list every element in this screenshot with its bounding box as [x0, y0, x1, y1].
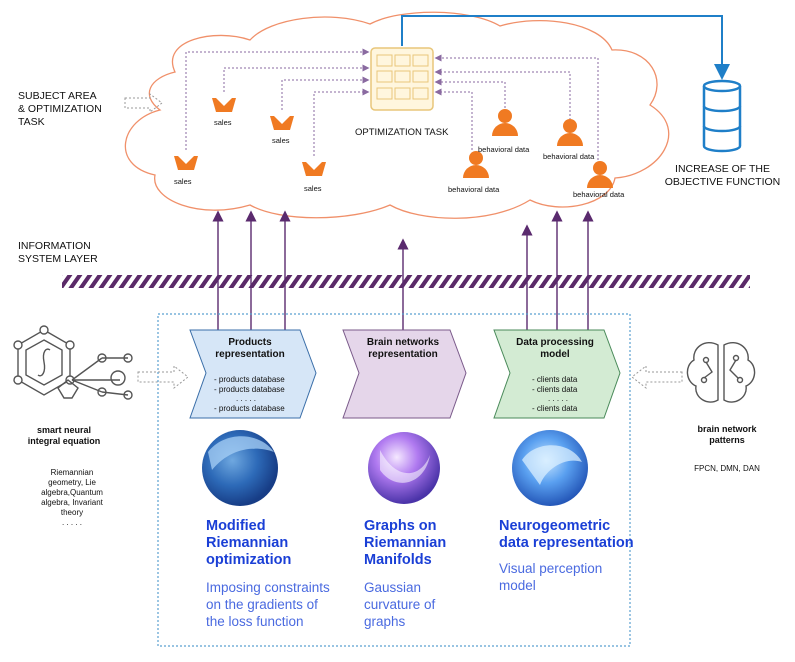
- method-sub-line: model: [499, 578, 536, 593]
- data-items: - clients data - clients data . . . . . …: [532, 375, 577, 413]
- right-panel-desc: FPCN, DMN, DAN: [694, 464, 760, 473]
- data-block-title: Data processing model: [502, 337, 608, 361]
- information-layer-line: INFORMATION: [18, 240, 91, 252]
- sphere-graphs-icon: [368, 432, 440, 504]
- method-sub-graphs: Gaussian curvature of graphs: [364, 579, 435, 630]
- subject-area-line: SUBJECT AREA: [18, 90, 97, 102]
- method-title-line: Riemannian: [364, 535, 447, 551]
- method-title-line: Riemannian: [206, 535, 289, 551]
- method-sub-line: curvature of: [364, 597, 436, 612]
- method-title-graphs: Graphs on Riemannian Manifolds: [364, 518, 446, 569]
- method-title-neuro: Neurogeometric data representation: [499, 518, 634, 552]
- cloud-outline: [124, 11, 670, 219]
- products-item: . . . . .: [236, 394, 257, 403]
- objective-arrow: [401, 15, 730, 80]
- products-item: - products database: [214, 384, 285, 394]
- behavioral-label: behavioral data: [448, 185, 500, 194]
- brain-title-line: Brain networks: [366, 337, 440, 348]
- left-panel-desc-line: Riemannian: [50, 468, 94, 477]
- left-panel-desc-line: algebra, Invariant: [41, 498, 103, 507]
- sales-label: sales: [174, 177, 192, 186]
- left-mid-hollow-arrow: [137, 364, 189, 390]
- products-title-line: representation: [215, 349, 285, 360]
- data-title-line: Data processing: [516, 337, 594, 348]
- left-panel-desc-line: theory: [60, 508, 84, 517]
- data-item: - clients data: [532, 375, 578, 384]
- methods-frame: [157, 313, 631, 647]
- method-sub-line: Gaussian: [364, 580, 422, 595]
- chevron-products: [189, 329, 317, 419]
- data-title-line: model: [540, 349, 570, 360]
- method-sub-line: the loss function: [206, 614, 304, 629]
- objective-line: INCREASE OF THE: [675, 163, 770, 175]
- method-title-line: data representation: [499, 535, 634, 551]
- data-item: . . . . .: [548, 394, 569, 403]
- database-cylinder-icon: [702, 79, 742, 153]
- information-layer-band: [62, 275, 750, 288]
- person-icons: [463, 109, 613, 188]
- right-panel-title-line: brain network: [697, 424, 757, 434]
- left-panel-title-line: smart neural: [36, 425, 92, 435]
- optimization-task-icon: [370, 47, 434, 111]
- behavioral-label: behavioral data: [573, 190, 625, 199]
- sales-label: sales: [272, 136, 290, 145]
- products-title-line: Products: [228, 337, 272, 348]
- chevron-data: [493, 329, 621, 419]
- behavioral-label: behavioral data: [478, 145, 530, 154]
- method-sub-line: graphs: [364, 614, 406, 629]
- left-panel-desc-line: algebra,Quantum: [41, 488, 103, 497]
- brain-title-line: representation: [368, 349, 438, 360]
- method-title-line: Neurogeometric: [499, 518, 611, 534]
- method-title-line: Graphs on: [364, 518, 437, 534]
- subject-area-line: TASK: [18, 116, 45, 128]
- method-sub-line: Visual perception: [499, 561, 603, 576]
- sales-label: sales: [304, 184, 322, 193]
- products-block-title: Products representation: [200, 337, 300, 361]
- objective-line: OBJECTIVE FUNCTION: [664, 176, 781, 188]
- products-item: - products database: [214, 403, 285, 413]
- optimization-task-label: OPTIMIZATION TASK: [355, 127, 449, 138]
- method-sub-products: Imposing constraints on the gradients of…: [206, 579, 330, 630]
- subject-area-line: & OPTIMIZATION: [18, 103, 102, 115]
- information-layer-line: SYSTEM LAYER: [18, 253, 98, 265]
- method-sub-neuro: Visual perception model: [499, 560, 602, 594]
- method-sub-line: Imposing constraints: [206, 580, 330, 595]
- method-sub-line: on the gradients of: [206, 597, 318, 612]
- method-title-products: Modified Riemannian optimization: [206, 518, 291, 569]
- behavioral-label: behavioral data: [543, 152, 595, 161]
- neural-integral-icon: [13, 325, 133, 400]
- method-title-line: Manifolds: [364, 552, 432, 568]
- sales-icons: [174, 92, 326, 176]
- products-items: - products database - products database …: [214, 375, 285, 413]
- right-panel-title-line: patterns: [709, 435, 745, 445]
- chevron-brain: [342, 329, 467, 419]
- left-hollow-arrow: [124, 93, 163, 113]
- left-panel-desc: Riemannian geometry, Lie algebra,Quantum…: [22, 468, 122, 528]
- data-item: - clients data: [532, 403, 578, 413]
- brain-block-title: Brain networks representation: [350, 337, 456, 361]
- products-item: - products database: [214, 375, 285, 384]
- subject-area-label: SUBJECT AREA & OPTIMIZATION TASK: [18, 90, 102, 129]
- method-title-line: optimization: [206, 552, 292, 568]
- right-mid-hollow-arrow: [631, 364, 683, 390]
- left-panel-title-line: integral equation: [27, 436, 101, 446]
- data-item: - clients data: [532, 384, 578, 394]
- method-title-line: Modified: [206, 518, 266, 534]
- left-panel-desc-line: geometry, Lie: [48, 478, 96, 487]
- sales-label: sales: [214, 118, 232, 127]
- brain-network-icon: [686, 342, 756, 403]
- objective-label: INCREASE OF THE OBJECTIVE FUNCTION: [650, 163, 795, 189]
- right-panel-title: brain network patterns: [672, 424, 782, 446]
- information-layer-label: INFORMATION SYSTEM LAYER: [18, 240, 98, 266]
- left-panel-dots: . . . . .: [61, 518, 82, 527]
- left-panel-title: smart neural integral equation: [14, 425, 114, 447]
